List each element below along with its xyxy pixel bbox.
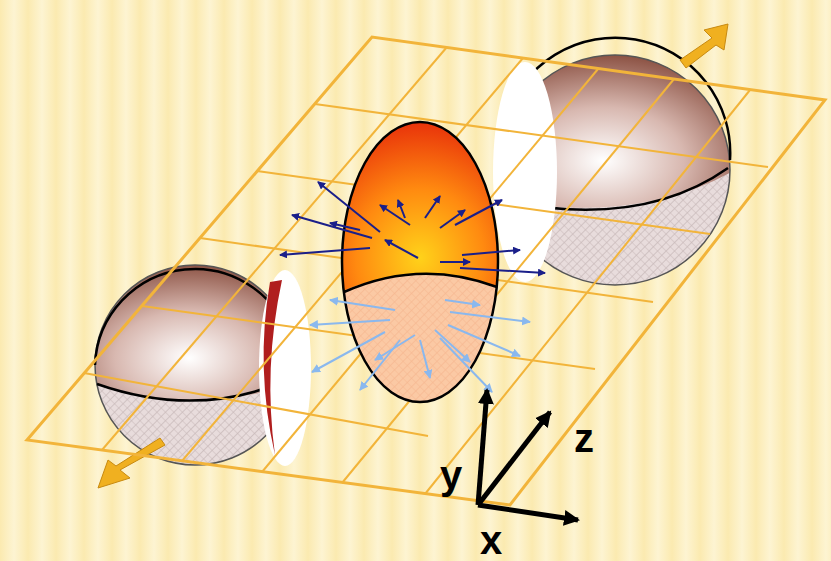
beam-arrow <box>98 438 165 488</box>
beam-arrow <box>680 24 728 68</box>
flow-arrows-upper <box>280 182 545 273</box>
reaction-plane <box>27 37 825 505</box>
flow-arrows-lower <box>310 300 530 392</box>
axis-label: y <box>440 455 462 495</box>
axis-label: x <box>480 520 502 560</box>
nucleus-right <box>493 38 735 290</box>
coordinate-axes <box>478 390 578 520</box>
fireball <box>340 120 500 410</box>
axis-label: z <box>574 418 594 458</box>
